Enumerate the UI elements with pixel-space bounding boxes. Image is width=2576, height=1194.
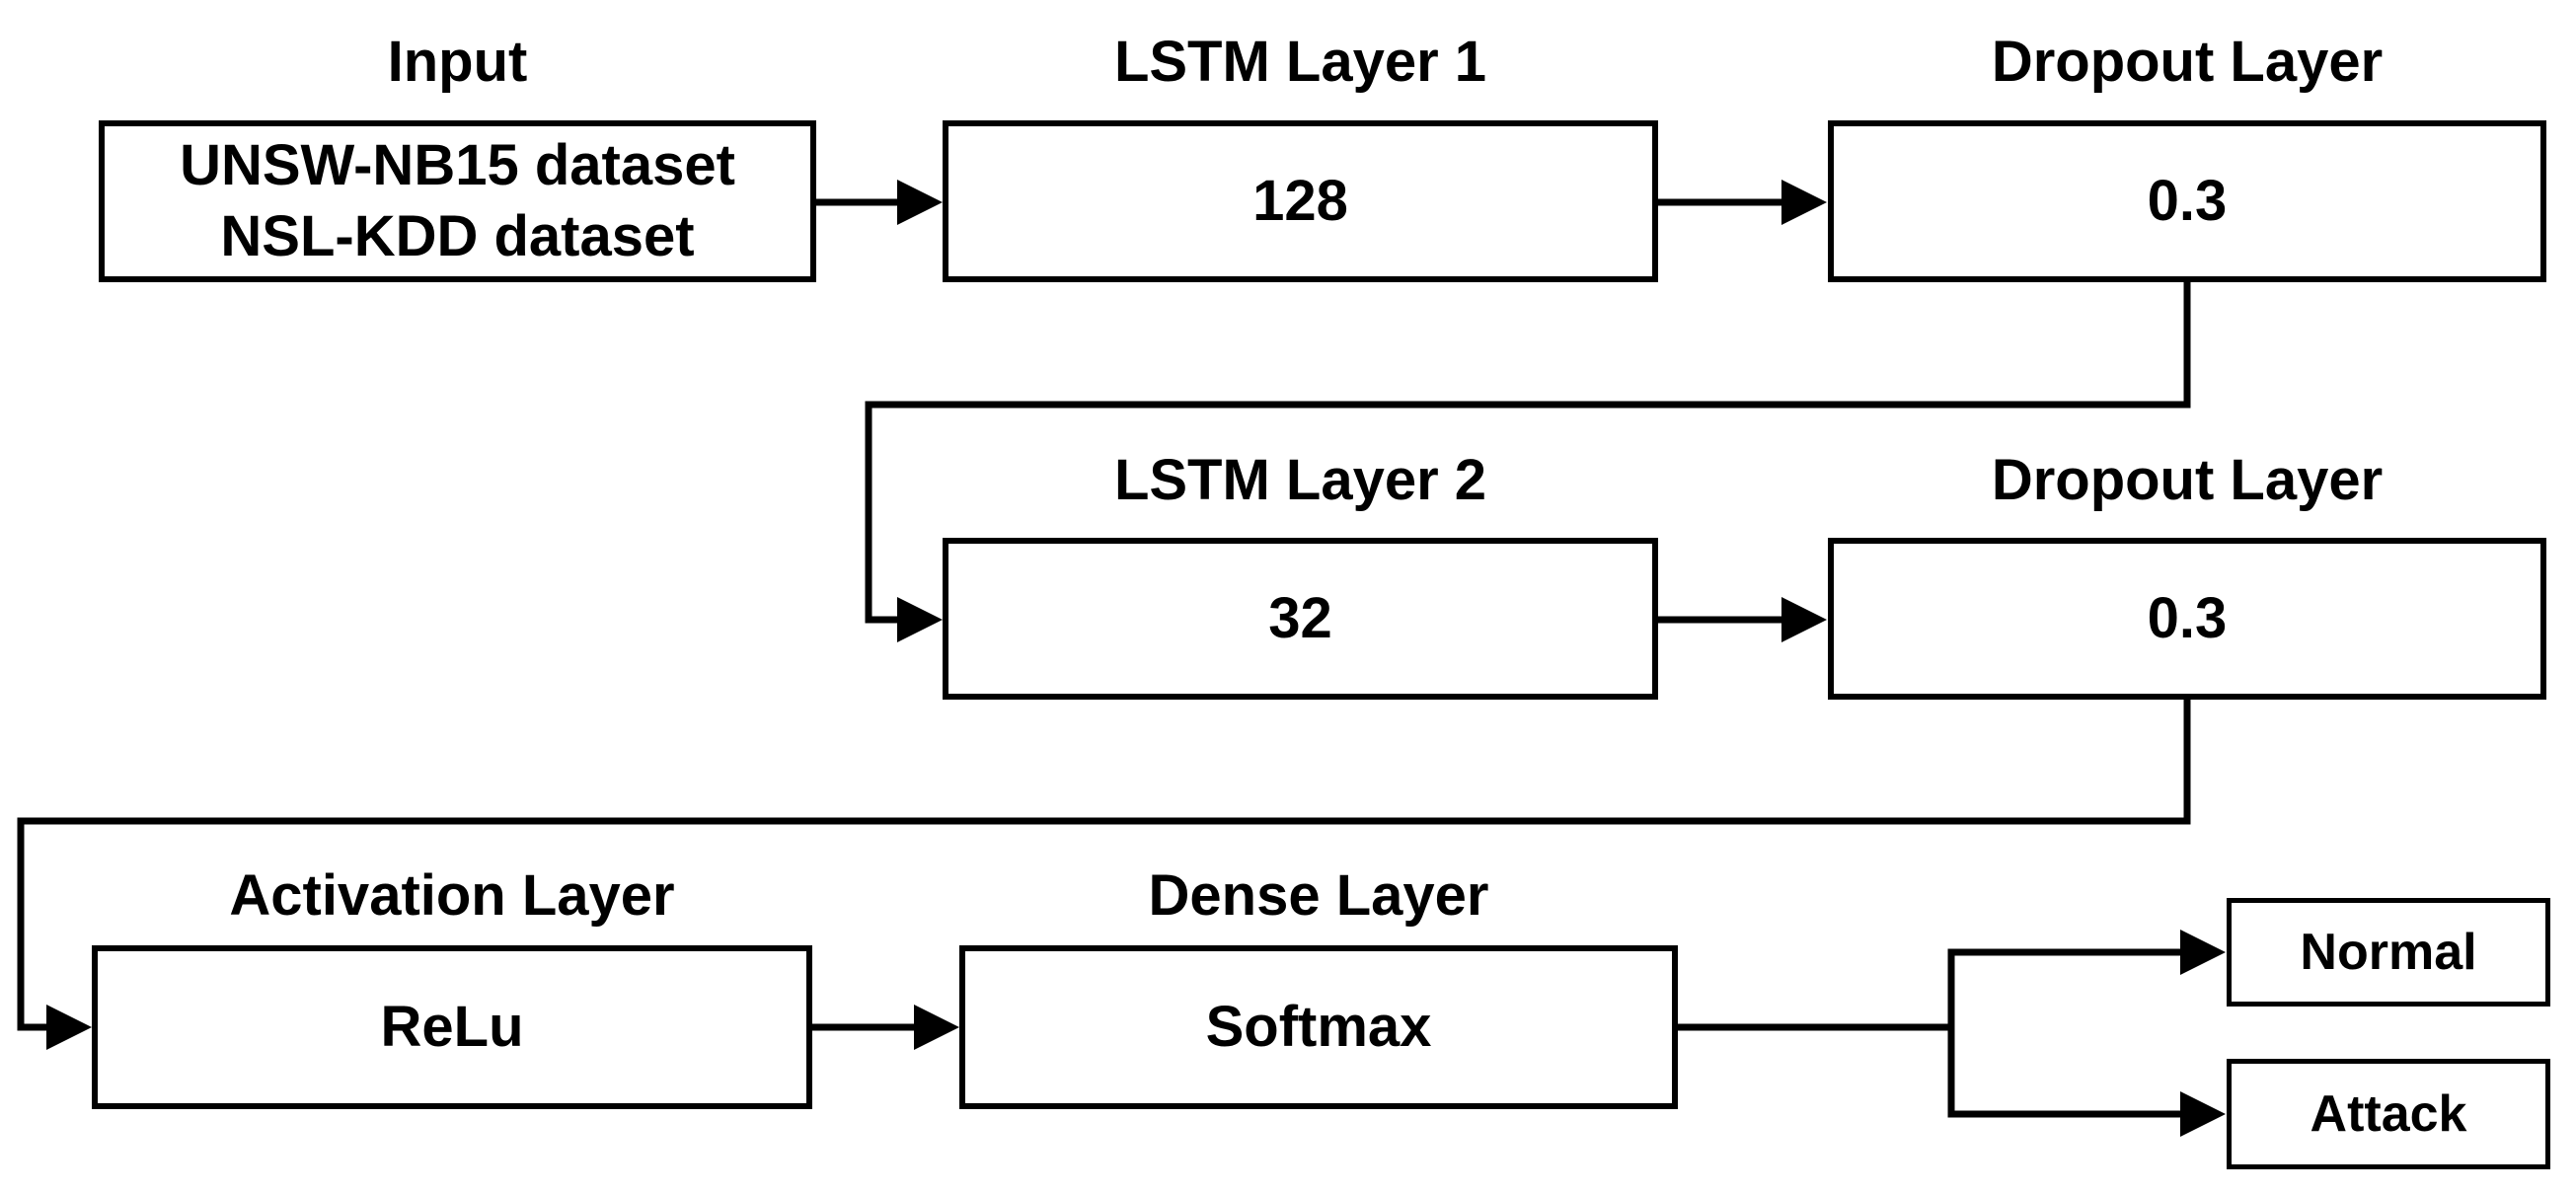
activation-function-value: ReLu xyxy=(380,995,524,1059)
connector-input-to-lstm1 xyxy=(814,180,943,225)
input-layer-title: Input xyxy=(387,30,528,94)
dropout1-rate-value: 0.3 xyxy=(2147,169,2228,233)
connector-dense-to-outputs xyxy=(1676,930,2226,1137)
arrowhead-lstm1-to-dropout1 xyxy=(1781,180,1827,225)
lstm1-box: 128 xyxy=(943,120,1658,282)
lstm1-layer-title: LSTM Layer 1 xyxy=(1113,30,1487,94)
input-box: UNSW-NB15 dataset NSL-KDD dataset xyxy=(99,120,816,282)
dense-box: Softmax xyxy=(959,945,1678,1109)
arrowhead-activation-to-dense xyxy=(914,1005,959,1050)
lstm2-units-value: 32 xyxy=(1268,586,1332,650)
lstm2-layer-title: LSTM Layer 2 xyxy=(1113,448,1487,512)
connector-lstm2-to-dropout2 xyxy=(1656,597,1827,642)
connector-dropout2-to-activation xyxy=(17,697,2191,1050)
connector-lstm1-to-dropout1 xyxy=(1656,180,1827,225)
dropout1-box: 0.3 xyxy=(1828,120,2546,282)
activation-layer-title: Activation Layer xyxy=(229,863,675,928)
output-attack-label: Attack xyxy=(2310,1085,2467,1143)
connector-activation-to-dense xyxy=(810,1005,959,1050)
lstm1-units-value: 128 xyxy=(1252,169,1348,233)
arrowhead-branch-to-normal xyxy=(2180,930,2226,975)
input-dataset-line-2: NSL-KDD dataset xyxy=(220,204,695,268)
dropout2-box: 0.3 xyxy=(1828,538,2546,700)
arrowhead-dropout1-to-lstm2 xyxy=(897,597,943,642)
arrowhead-branch-to-attack xyxy=(2180,1091,2226,1137)
dropout2-rate-value: 0.3 xyxy=(2147,586,2228,650)
output-attack-box: Attack xyxy=(2227,1059,2550,1169)
arrowhead-input-to-lstm1 xyxy=(897,180,943,225)
output-normal-box: Normal xyxy=(2227,898,2550,1007)
lstm2-box: 32 xyxy=(943,538,1658,700)
dense-layer-title: Dense Layer xyxy=(1148,863,1489,928)
arrowhead-dropout2-to-activation xyxy=(46,1005,92,1050)
dropout2-layer-title: Dropout Layer xyxy=(1991,448,2384,512)
arrowhead-lstm2-to-dropout2 xyxy=(1781,597,1827,642)
dropout1-layer-title: Dropout Layer xyxy=(1991,30,2384,94)
connector-dropout1-to-lstm2 xyxy=(865,280,2191,642)
dense-function-value: Softmax xyxy=(1205,995,1432,1059)
output-normal-label: Normal xyxy=(2300,924,2477,981)
activation-box: ReLu xyxy=(92,945,812,1109)
input-dataset-line-1: UNSW-NB15 dataset xyxy=(180,133,735,197)
